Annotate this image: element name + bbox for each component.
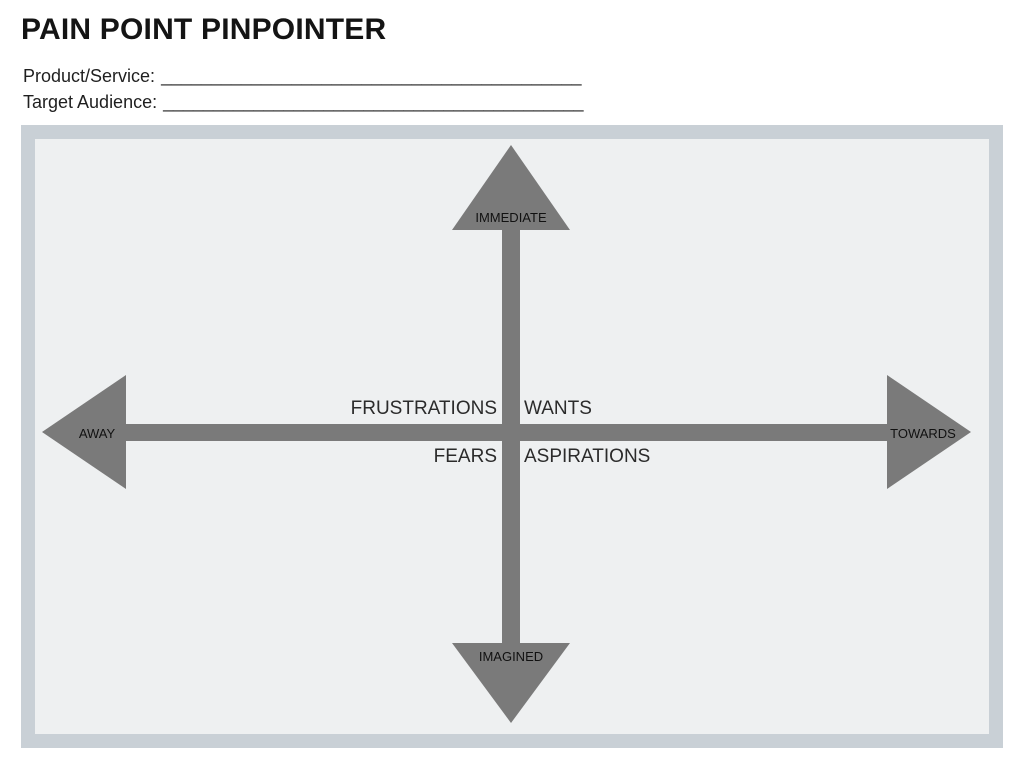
target-audience-blank: ________________________________________… [163, 92, 584, 112]
vertical-axis-bar [502, 230, 520, 643]
down-arrowhead-icon [452, 643, 570, 723]
product-service-blank: ________________________________________… [161, 66, 582, 86]
page-title: PAIN POINT PINPOINTER [21, 13, 387, 46]
right-arrowhead-icon [887, 375, 971, 489]
up-arrowhead-icon [452, 145, 570, 230]
left-arrowhead-icon [42, 375, 126, 489]
target-audience-field: Target Audience:________________________… [23, 89, 584, 115]
product-service-field: Product/Service:________________________… [23, 63, 584, 89]
quadrant-label-frustrations: FRUSTRATIONS [351, 398, 497, 419]
quadrant-label-wants: WANTS [524, 398, 592, 419]
horizontal-axis-right-label: TOWARDS [890, 426, 956, 441]
vertical-axis-bottom-label: IMAGINED [479, 649, 543, 664]
horizontal-axis-left-label: AWAY [79, 426, 116, 441]
product-service-label: Product/Service: [23, 66, 156, 86]
quadrant-label-aspirations: ASPIRATIONS [524, 446, 650, 467]
target-audience-label: Target Audience: [23, 92, 158, 112]
vertical-axis-top-label: IMMEDIATE [475, 210, 547, 225]
quadrant-label-fears: FEARS [434, 446, 497, 467]
worksheet-fields: Product/Service:________________________… [23, 63, 584, 115]
